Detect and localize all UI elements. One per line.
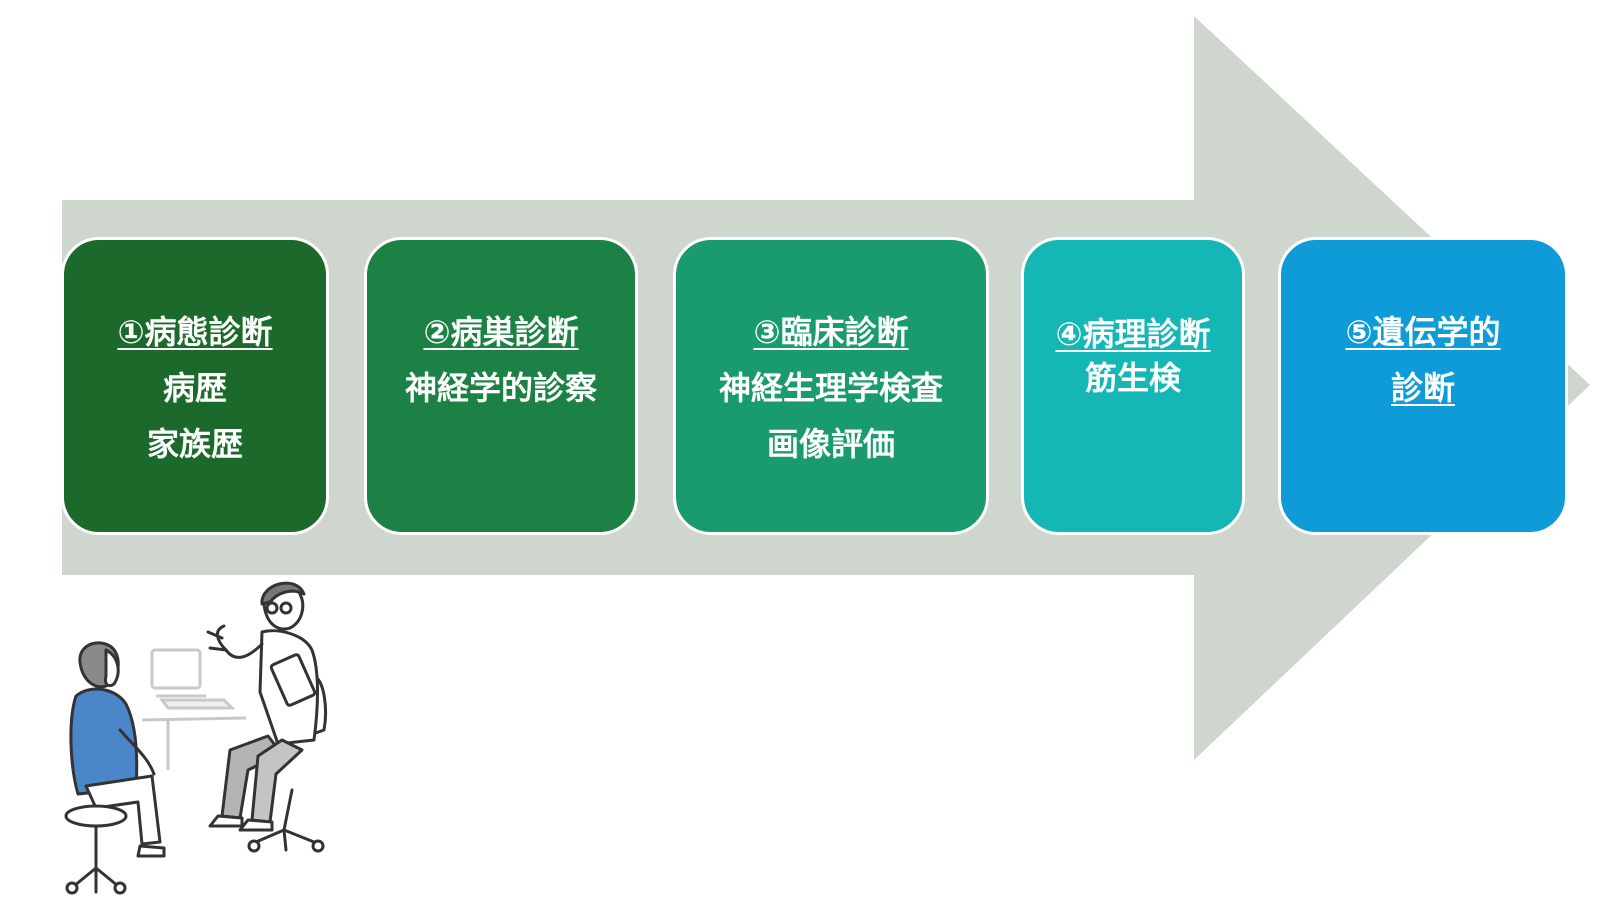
- step-4-title[interactable]: ④病理診断: [1055, 315, 1211, 353]
- step-1-line-2: 家族歴: [146, 425, 243, 463]
- step-2-line-1: 神経学的診察: [404, 369, 597, 407]
- step-card-4: ④病理診断 筋生検: [1021, 237, 1245, 535]
- doctor-figure-icon: [206, 581, 328, 853]
- consultation-illustration: [64, 581, 328, 895]
- step-card-3: ③臨床診断 神経生理学検査 画像評価: [673, 237, 989, 535]
- step-card-1: ①病態診断 病歴 家族歴: [61, 237, 329, 535]
- step-card-2: ②病巣診断 神経学的診察: [364, 237, 638, 535]
- patient-figure-icon: [64, 641, 166, 895]
- step-5-title[interactable]: ⑤遺伝学的: [1345, 313, 1501, 351]
- step-1-line-1: 病歴: [162, 369, 227, 407]
- step-2-title[interactable]: ②病巣診断: [423, 313, 579, 351]
- step-3-line-2: 画像評価: [766, 425, 895, 463]
- step-5-title-line-2[interactable]: 診断: [1390, 369, 1455, 407]
- step-3-title[interactable]: ③臨床診断: [753, 313, 909, 351]
- step-1-title[interactable]: ①病態診断: [117, 313, 273, 351]
- step-4-line-1: 筋生検: [1084, 359, 1181, 397]
- computer-monitor-icon: [141, 648, 247, 770]
- step-card-5: ⑤遺伝学的 診断: [1278, 237, 1568, 535]
- step-3-line-1: 神経生理学検査: [718, 369, 943, 407]
